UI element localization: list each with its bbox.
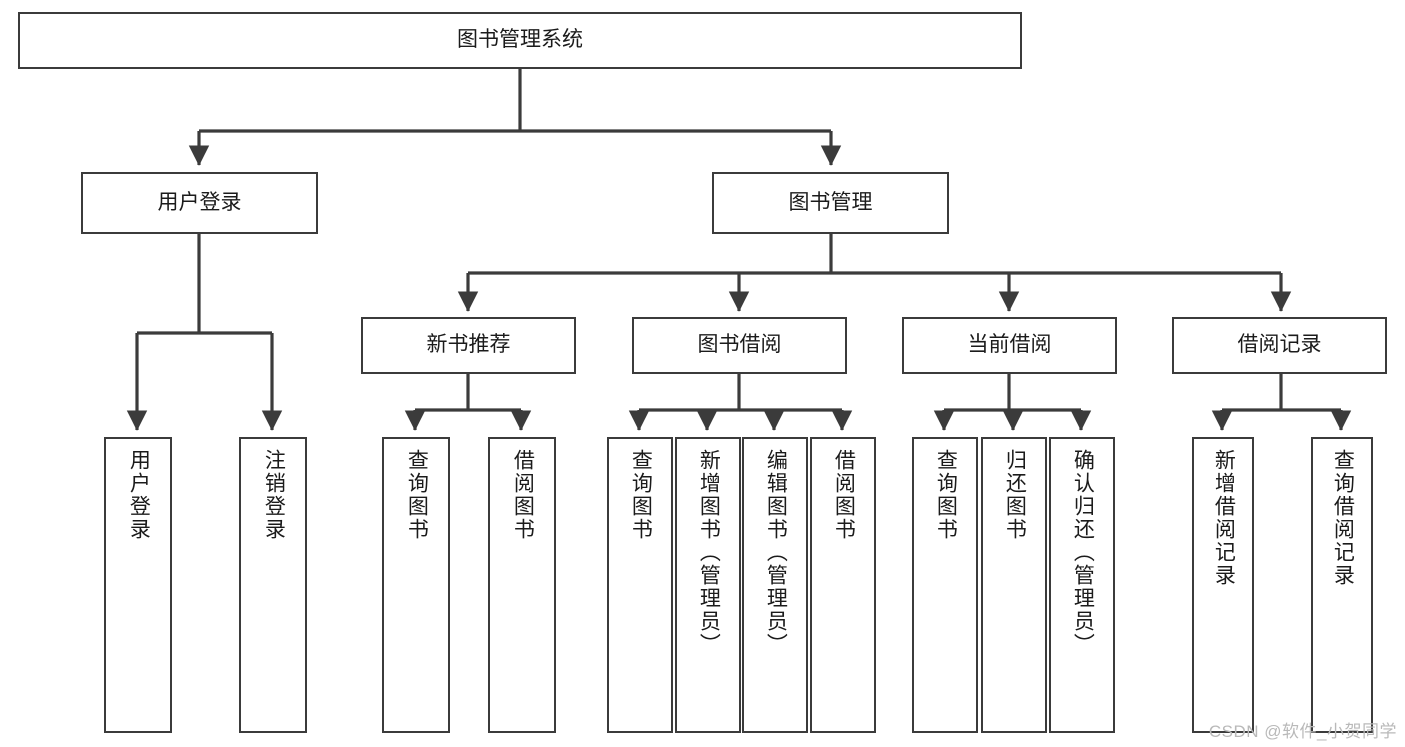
- leaf-borrow-records-query-record-label: 查询借阅记录: [1331, 449, 1355, 587]
- node-root[interactable]: 图书管理系统: [18, 12, 1022, 69]
- leaf-borrow-records-add-record[interactable]: 新增借阅记录: [1192, 437, 1254, 733]
- node-user-login-label: 用户登录: [157, 190, 242, 214]
- node-book-borrow[interactable]: 图书借阅: [632, 317, 847, 374]
- node-user-login[interactable]: 用户登录: [81, 172, 318, 234]
- leaf-user-login-signout-label: 注销登录: [262, 449, 286, 541]
- node-book-management[interactable]: 图书管理: [712, 172, 949, 234]
- leaf-borrow-records-query-record[interactable]: 查询借阅记录: [1311, 437, 1373, 733]
- watermark-text: CSDN @软件_小贺同学: [1208, 722, 1397, 741]
- leaf-borrow-records-add-record-label: 新增借阅记录: [1212, 449, 1236, 587]
- leaf-book-borrow-add-book-label: 新增图书（管理员）: [697, 449, 721, 656]
- node-book-borrow-label: 图书借阅: [697, 333, 782, 357]
- leaf-new-books-query-book-label: 查询图书: [405, 449, 429, 541]
- node-borrow-records[interactable]: 借阅记录: [1172, 317, 1387, 374]
- node-new-book-recommend[interactable]: 新书推荐: [361, 317, 576, 374]
- leaf-new-books-query-book[interactable]: 查询图书: [382, 437, 450, 733]
- leaf-book-borrow-borrow-book-label: 借阅图书: [832, 449, 856, 541]
- node-current-borrow[interactable]: 当前借阅: [902, 317, 1117, 374]
- node-new-book-recommend-label: 新书推荐: [426, 333, 511, 357]
- leaf-new-books-borrow-book[interactable]: 借阅图书: [488, 437, 556, 733]
- leaf-book-borrow-borrow-book[interactable]: 借阅图书: [810, 437, 876, 733]
- leaf-book-borrow-query-book-label: 查询图书: [629, 449, 653, 541]
- leaf-current-borrow-query-book[interactable]: 查询图书: [912, 437, 978, 733]
- leaf-current-borrow-confirm-return[interactable]: 确认归还（管理员）: [1049, 437, 1115, 733]
- node-book-management-label: 图书管理: [788, 190, 873, 214]
- leaf-user-login-signin[interactable]: 用户登录: [104, 437, 172, 733]
- node-borrow-records-label: 借阅记录: [1237, 333, 1322, 357]
- leaf-current-borrow-confirm-return-label: 确认归还（管理员）: [1071, 449, 1095, 656]
- leaf-current-borrow-return-book-label: 归还图书: [1003, 449, 1027, 541]
- leaf-book-borrow-add-book[interactable]: 新增图书（管理员）: [675, 437, 741, 733]
- leaf-new-books-borrow-book-label: 借阅图书: [511, 449, 535, 541]
- leaf-book-borrow-edit-book-label: 编辑图书（管理员）: [764, 449, 788, 656]
- node-root-label: 图书管理系统: [457, 28, 583, 52]
- leaf-user-login-signin-label: 用户登录: [127, 449, 151, 541]
- leaf-user-login-signout[interactable]: 注销登录: [239, 437, 307, 733]
- leaf-current-borrow-return-book[interactable]: 归还图书: [981, 437, 1047, 733]
- leaf-book-borrow-query-book[interactable]: 查询图书: [607, 437, 673, 733]
- leaf-current-borrow-query-book-label: 查询图书: [934, 449, 958, 541]
- leaf-book-borrow-edit-book[interactable]: 编辑图书（管理员）: [742, 437, 808, 733]
- node-current-borrow-label: 当前借阅: [967, 333, 1052, 357]
